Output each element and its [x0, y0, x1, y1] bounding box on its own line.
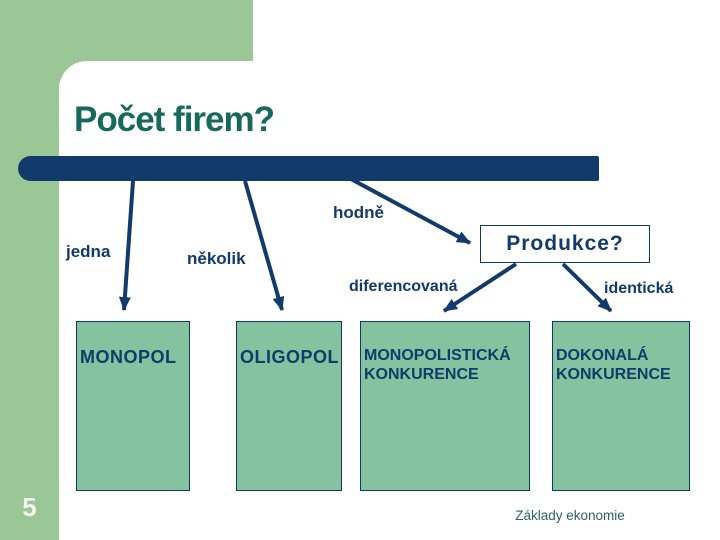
- outcome-box-label: OLIGOPOL: [240, 347, 340, 367]
- label-few-firms: několik: [187, 249, 246, 268]
- outcome-box-label: MONOPOL: [80, 347, 177, 367]
- outcome-box-oligopol: OLIGOPOL: [236, 321, 342, 491]
- divider-bar: [18, 156, 599, 181]
- outcome-box-dokonala: DOKONALÁ KONKURENCE: [552, 321, 690, 491]
- page-number: 5: [22, 492, 37, 522]
- outcome-box-label: KONKURENCE: [556, 365, 671, 383]
- outcome-box-monopol: MONOPOL: [76, 321, 190, 491]
- outcome-box-label: KONKURENCE: [364, 365, 479, 383]
- outcome-box-label: DOKONALÁ: [556, 347, 649, 364]
- outcome-box-label: MONOPOLISTICKÁ: [364, 347, 511, 364]
- label-one-firm: jedna: [66, 242, 111, 261]
- page-title: Počet firem?: [74, 100, 275, 139]
- outcome-box-monopolisticka: MONOPOLISTICKÁ KONKURENCE: [360, 321, 530, 491]
- footer-text: Základy ekonomie: [515, 508, 625, 523]
- label-differentiated: diferencovaná: [349, 278, 458, 295]
- green-side-strip: [0, 0, 59, 540]
- label-identical: identická: [604, 280, 674, 297]
- label-many-firms: hodně: [333, 203, 384, 222]
- production-question-box: Produkce?: [480, 225, 650, 263]
